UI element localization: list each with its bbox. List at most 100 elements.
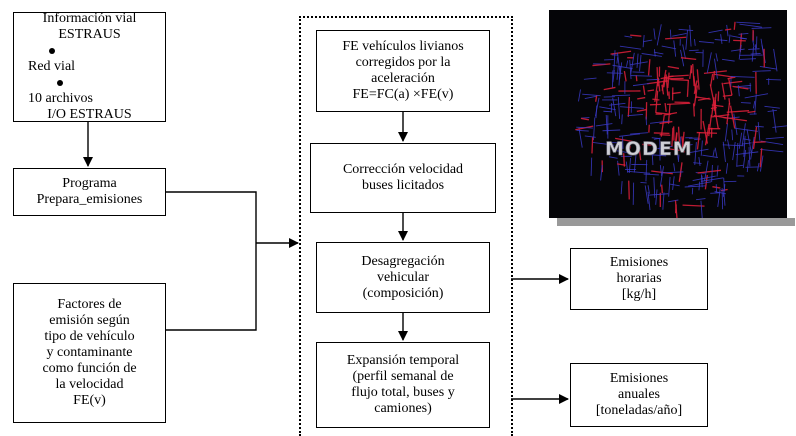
road-segment (740, 102, 751, 104)
road-segment (724, 28, 732, 31)
road-segment (712, 113, 730, 118)
road-segment (752, 126, 758, 150)
road-segment (630, 75, 653, 77)
road-segment (714, 147, 718, 157)
factors-line1: Factores de (57, 297, 122, 312)
road-segment (647, 185, 650, 194)
factors-line6: la velocidad (55, 377, 124, 392)
road-segment (624, 35, 633, 38)
input-bullet-text-1: Red vial (28, 59, 76, 74)
road-segment (702, 120, 709, 144)
road-segment (748, 48, 760, 50)
road-segment (612, 97, 617, 117)
road-segment (721, 58, 735, 62)
road-segment (703, 70, 727, 74)
road-segment (680, 57, 697, 61)
road-segment (595, 95, 598, 102)
road-segment (726, 102, 731, 125)
road-segment (599, 106, 616, 111)
road-segment (627, 113, 643, 117)
road-segment (639, 54, 642, 72)
road-segment (754, 125, 764, 128)
input-line2: ESTRAUS (58, 27, 121, 42)
road-segment (617, 160, 620, 176)
road-segment (750, 53, 761, 55)
road-segment (764, 105, 780, 109)
road-segment (582, 93, 601, 97)
road-segment (711, 164, 713, 183)
input-line1: Información vial (42, 11, 137, 26)
road-segment (671, 127, 674, 147)
road-segment (595, 123, 613, 127)
road-segment (664, 103, 667, 112)
road-segment (709, 73, 714, 87)
road-segment (714, 191, 726, 195)
road-segment (747, 110, 756, 114)
road-segment (693, 85, 698, 107)
road-segment (773, 48, 778, 72)
road-segment (668, 199, 679, 203)
road-segment (765, 136, 784, 140)
road-segment (647, 59, 651, 76)
road-segment (605, 115, 608, 135)
road-segment (667, 65, 680, 70)
road-segment (696, 69, 700, 90)
road-segment (714, 58, 718, 79)
road-segment (704, 123, 710, 146)
factors-line5: como función de (42, 361, 137, 376)
road-segment (609, 102, 626, 106)
bus-speed-correction-box: Corrección velocidad buses licitados (310, 143, 496, 213)
road-segment (659, 166, 665, 187)
road-segment (666, 102, 691, 106)
step4-line1: Expansión temporal (346, 353, 460, 368)
road-segment (694, 138, 701, 141)
road-segment (616, 163, 626, 166)
line-factors-to-junction (166, 243, 257, 331)
road-segment (638, 143, 642, 161)
road-segment (628, 145, 631, 154)
road-segment (620, 106, 644, 109)
road-segment (661, 45, 677, 50)
road-segment (727, 76, 736, 80)
modem-logo: MODEM (605, 138, 693, 160)
road-segment (734, 127, 758, 132)
step2-line2: buses licitados (361, 178, 445, 193)
road-segment (724, 123, 729, 142)
road-segment (700, 140, 703, 156)
road-segment (621, 114, 623, 125)
annual-line2: anuales (618, 387, 660, 402)
road-segment (682, 44, 686, 59)
road-segment (673, 163, 676, 172)
road-segment (684, 144, 693, 146)
road-segment (723, 116, 747, 122)
road-segment (655, 90, 659, 113)
annual-line1: Emisiones (609, 371, 669, 386)
road-segment (682, 204, 705, 207)
road-segment (767, 109, 777, 113)
road-segment (681, 136, 685, 153)
road-segment (736, 164, 744, 167)
road-segment (626, 60, 629, 67)
road-segment (630, 61, 648, 66)
road-segment (665, 36, 687, 40)
road-segment (714, 39, 728, 42)
road-segment (738, 32, 749, 35)
road-segment (689, 25, 692, 47)
road-segment (600, 165, 603, 181)
road-segment (580, 117, 590, 121)
road-segment (641, 53, 662, 57)
road-segment (645, 151, 653, 154)
road-segment (726, 24, 729, 37)
road-segment (733, 21, 736, 30)
road-segment (651, 170, 673, 175)
road-segment (728, 34, 731, 43)
road-segment (752, 70, 771, 72)
road-network-map: MODEM (549, 10, 787, 218)
road-segment (578, 127, 583, 148)
factors-line2: emisión según (49, 313, 130, 328)
road-segment (746, 160, 749, 173)
road-segment (655, 111, 672, 115)
road-segment (611, 94, 631, 97)
city-network-map-image: MODEM (549, 10, 787, 218)
road-segment (700, 174, 703, 188)
